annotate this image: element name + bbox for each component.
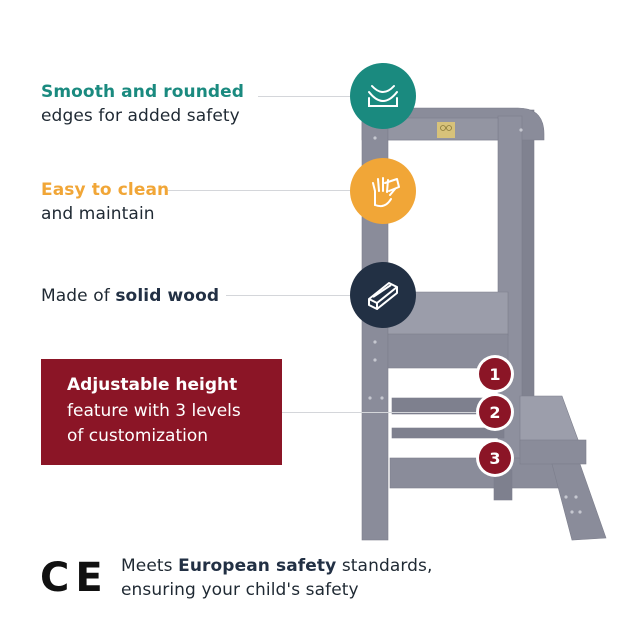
feature-smooth-text: edges for added safety xyxy=(41,106,240,126)
feature-clean-text: and maintain xyxy=(41,204,155,224)
feature-smooth: Smooth and rounded edges for added safet… xyxy=(41,80,244,128)
connector-line xyxy=(282,412,478,413)
safety-line2: ensuring your child's safety xyxy=(121,580,359,600)
connector-line xyxy=(226,295,350,296)
feature-wood-prefix: Made of xyxy=(41,286,116,306)
connector-line xyxy=(258,96,350,97)
feature-wood-title: solid wood xyxy=(115,286,220,306)
feature-clean: Easy to clean and maintain xyxy=(41,178,169,226)
feature-wood: Made of solid wood xyxy=(41,284,219,308)
safety-bold: European safety xyxy=(178,556,337,576)
ce-mark: CE xyxy=(40,555,109,601)
adjustable-title: Adjustable height xyxy=(67,375,238,395)
wiping-hand-icon xyxy=(350,158,416,224)
wood-planks-icon xyxy=(350,262,416,328)
adjustable-text-line2: feature with 3 levels xyxy=(67,401,241,421)
level-badge-2: 2 xyxy=(479,396,511,428)
level-badge-1: 1 xyxy=(479,358,511,390)
safety-post: standards, xyxy=(336,556,433,576)
adjustable-height-box: Adjustable height feature with 3 levels … xyxy=(41,359,282,465)
feature-smooth-title: Smooth and rounded xyxy=(41,82,245,102)
level-badge-3: 3 xyxy=(479,442,511,474)
rounded-edge-icon xyxy=(350,63,416,129)
safety-statement: Meets European safety standards, ensurin… xyxy=(121,554,433,602)
adjustable-text-line3: of customization xyxy=(67,426,209,446)
connector-line xyxy=(168,190,350,191)
feature-clean-title: Easy to clean xyxy=(41,180,170,200)
safety-pre: Meets xyxy=(121,556,179,576)
